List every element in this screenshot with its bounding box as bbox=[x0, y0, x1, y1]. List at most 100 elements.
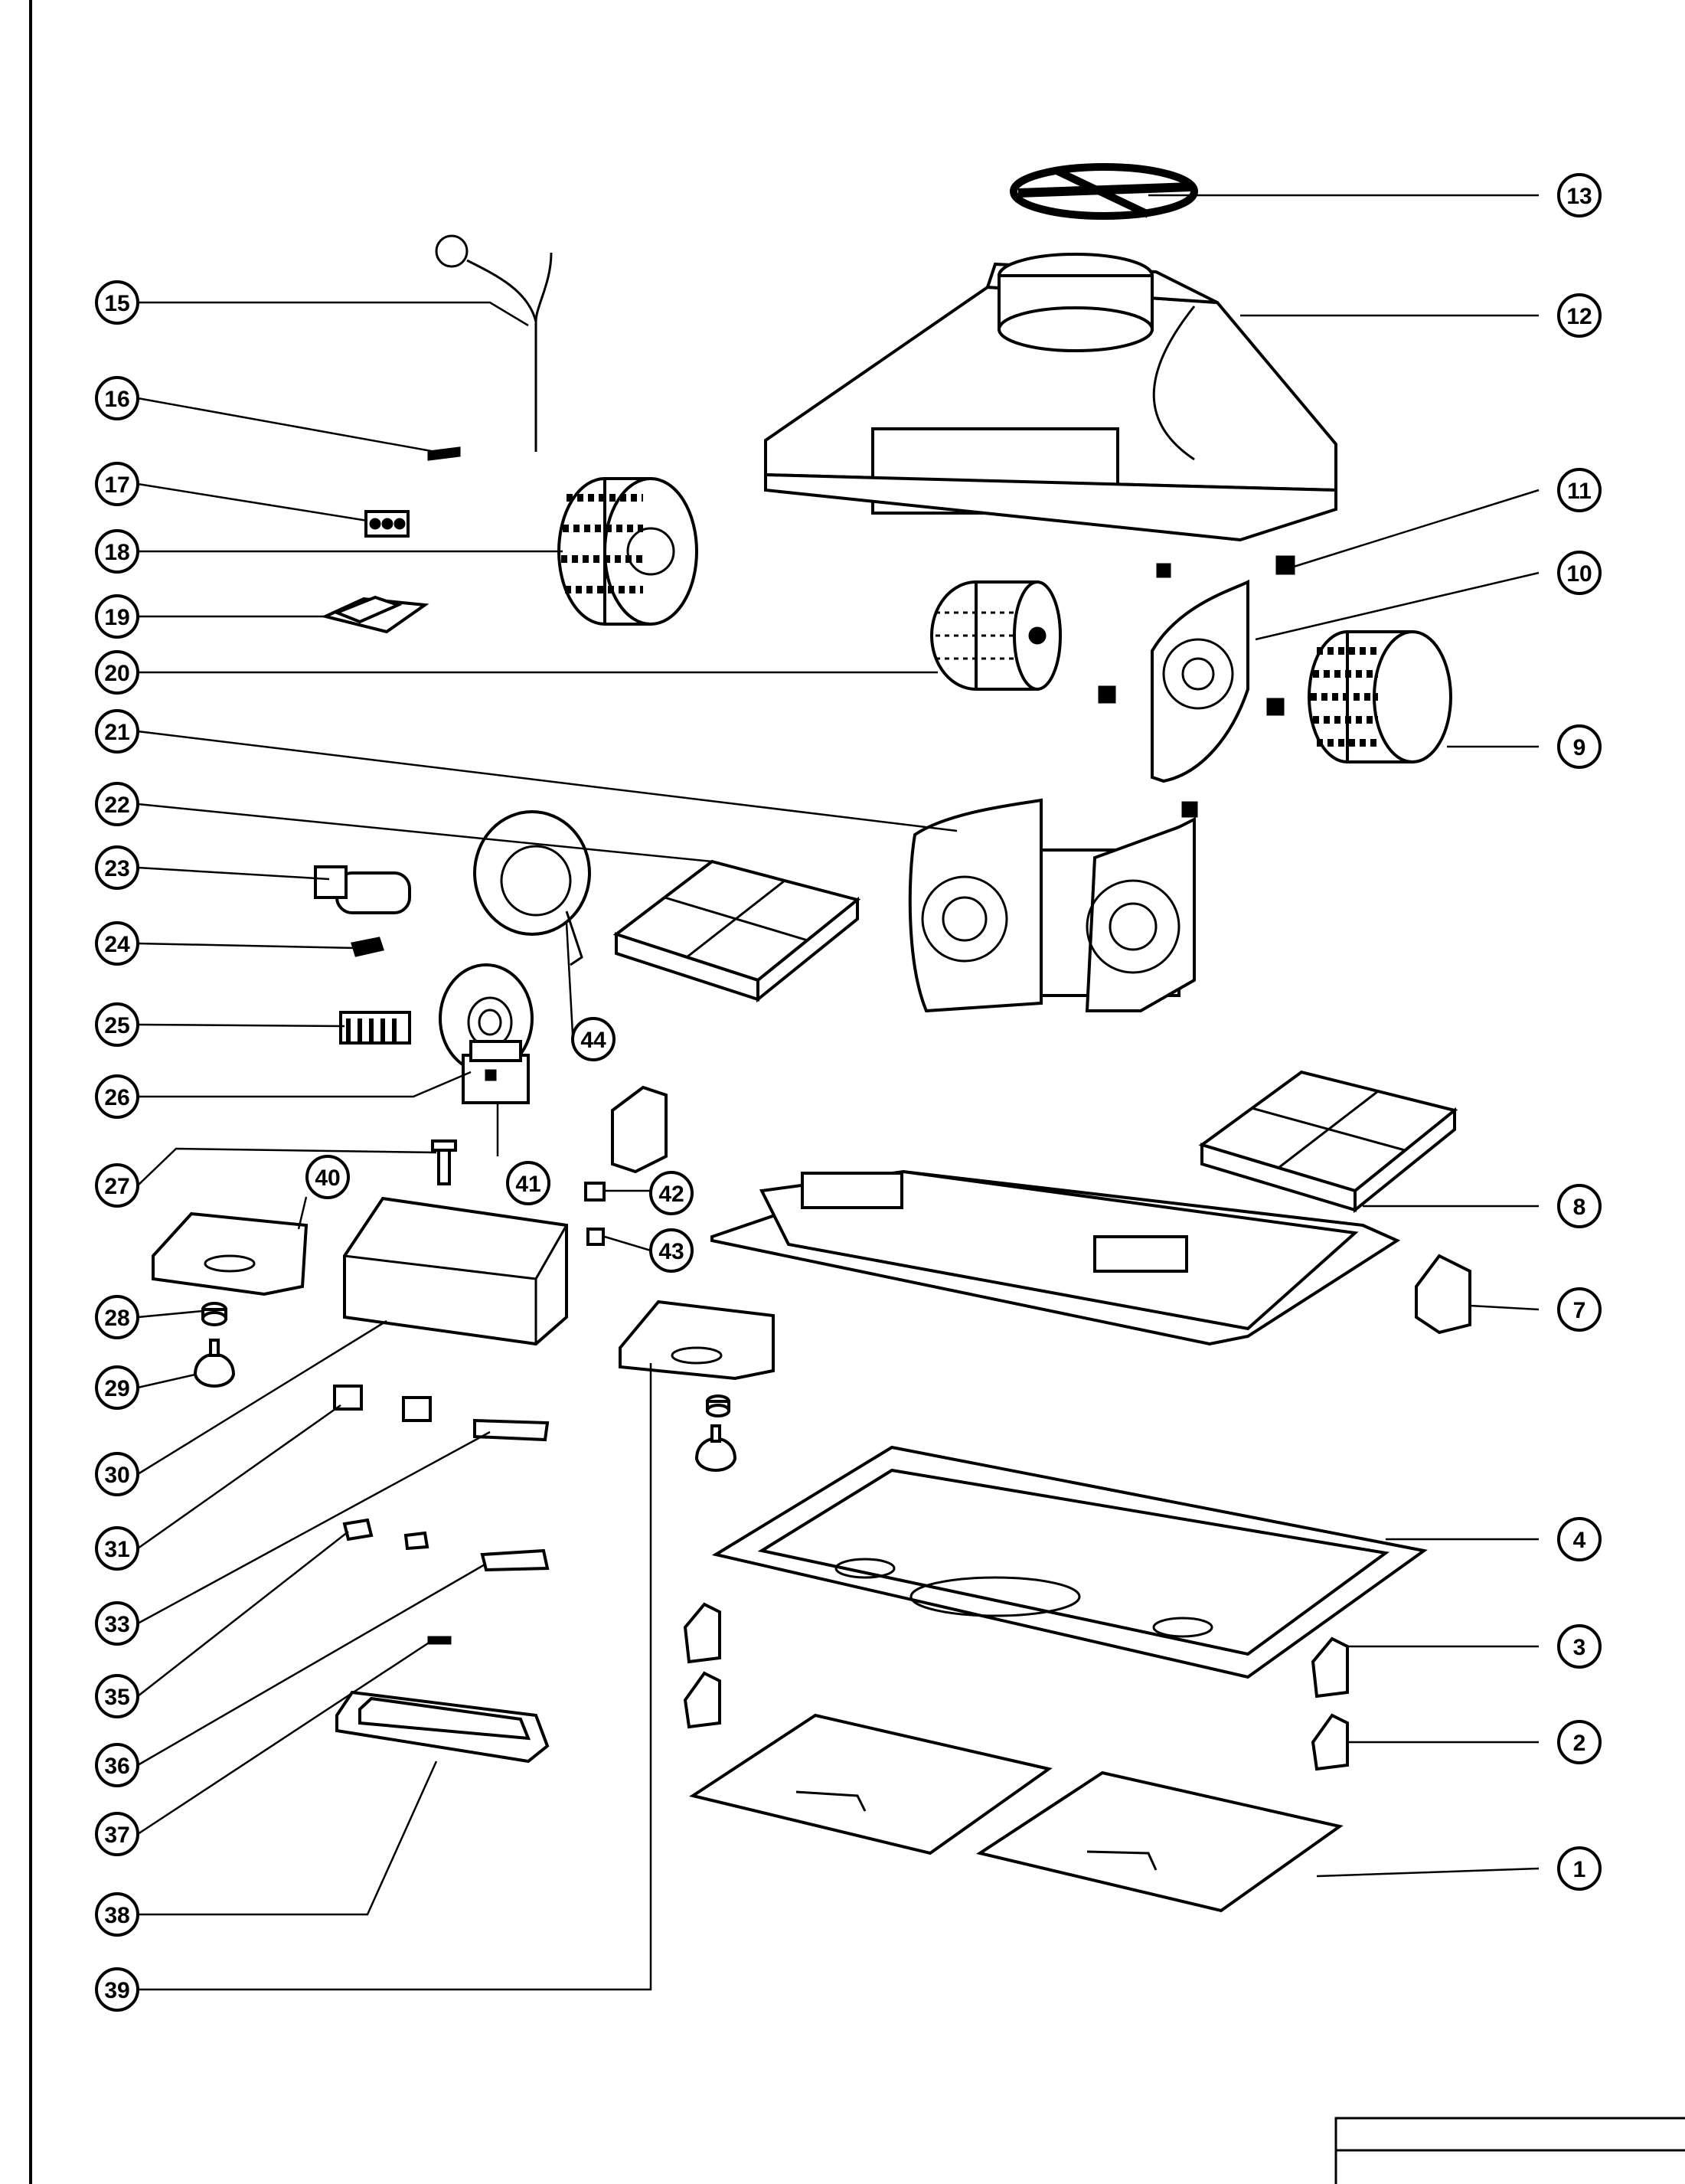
svg-text:43: 43 bbox=[658, 1239, 684, 1264]
part-8-inner-panel bbox=[710, 1169, 1401, 1346]
part-44-blower-scroll bbox=[473, 810, 591, 966]
svg-text:19: 19 bbox=[104, 605, 129, 630]
part-15-power-cord bbox=[435, 234, 553, 452]
part-small-clip-d bbox=[1181, 801, 1198, 818]
part-33-board bbox=[473, 1418, 550, 1442]
callout-28: 28 bbox=[95, 1295, 139, 1339]
svg-text:23: 23 bbox=[104, 856, 129, 881]
part-13-duct-ring bbox=[1010, 163, 1198, 220]
svg-text:3: 3 bbox=[1573, 1635, 1586, 1660]
part-clip-bar bbox=[480, 1548, 550, 1572]
part-7-bracket bbox=[1415, 1254, 1471, 1335]
svg-text:7: 7 bbox=[1573, 1298, 1586, 1323]
part-21-blower-housing bbox=[908, 798, 1196, 1013]
callout-11: 11 bbox=[1557, 468, 1602, 512]
callout-38: 38 bbox=[95, 1892, 139, 1937]
part-25-terminal-strip bbox=[339, 1011, 411, 1045]
callout-31: 31 bbox=[95, 1526, 139, 1571]
callout-2: 2 bbox=[1557, 1720, 1602, 1764]
svg-text:38: 38 bbox=[104, 1903, 129, 1928]
part-41-switch-housing bbox=[462, 1040, 530, 1104]
callout-33: 33 bbox=[95, 1601, 139, 1646]
svg-text:27: 27 bbox=[104, 1174, 129, 1199]
svg-text:15: 15 bbox=[104, 291, 129, 316]
svg-text:31: 31 bbox=[104, 1537, 129, 1562]
callout-19: 19 bbox=[95, 594, 139, 639]
part-20-motor bbox=[930, 580, 1062, 691]
svg-text:16: 16 bbox=[104, 387, 129, 412]
svg-text:28: 28 bbox=[104, 1306, 129, 1331]
callout-42: 42 bbox=[649, 1171, 694, 1215]
svg-text:25: 25 bbox=[104, 1013, 129, 1038]
callout-36: 36 bbox=[95, 1743, 139, 1787]
svg-text:9: 9 bbox=[1573, 735, 1586, 760]
callout-10: 10 bbox=[1557, 551, 1602, 595]
callout-20: 20 bbox=[95, 650, 139, 695]
callout-12: 12 bbox=[1557, 293, 1602, 338]
callout-3: 3 bbox=[1557, 1624, 1602, 1669]
part-35-clip bbox=[342, 1518, 374, 1542]
part-39-light-bracket bbox=[619, 1300, 775, 1381]
svg-text:36: 36 bbox=[104, 1754, 129, 1779]
part-37-small-part bbox=[427, 1636, 452, 1645]
callout-27: 27 bbox=[95, 1163, 139, 1208]
part-42-switch bbox=[584, 1182, 606, 1202]
svg-text:29: 29 bbox=[104, 1376, 129, 1401]
part-4-front-frame bbox=[711, 1445, 1428, 1679]
part-27-screw bbox=[431, 1139, 457, 1185]
part-40-light-bracket bbox=[152, 1211, 309, 1296]
part-3-clip bbox=[1311, 1636, 1349, 1698]
callout-4: 4 bbox=[1557, 1517, 1602, 1561]
svg-text:2: 2 bbox=[1573, 1731, 1586, 1756]
part-small-clip-a bbox=[1156, 563, 1171, 578]
part-clip-left-b bbox=[683, 1671, 721, 1729]
svg-text:37: 37 bbox=[104, 1823, 129, 1848]
part-small-clip-b bbox=[1098, 685, 1116, 704]
callout-24: 24 bbox=[95, 921, 139, 966]
svg-text:17: 17 bbox=[104, 472, 129, 498]
svg-text:41: 41 bbox=[515, 1172, 540, 1197]
svg-text:20: 20 bbox=[104, 661, 129, 686]
svg-text:40: 40 bbox=[315, 1166, 340, 1191]
part-switch-module bbox=[611, 1085, 668, 1174]
callout-35: 35 bbox=[95, 1674, 139, 1718]
callout-13: 13 bbox=[1557, 173, 1602, 217]
part-16-cable-tie bbox=[427, 446, 461, 461]
part-clip-left-a bbox=[683, 1602, 721, 1664]
part-lamp-cap-2 bbox=[706, 1394, 730, 1417]
part-18-blower-wheel bbox=[557, 477, 698, 626]
callout-22: 22 bbox=[95, 782, 139, 826]
callout-25: 25 bbox=[95, 1002, 139, 1047]
part-38-light-diffuser bbox=[335, 1690, 550, 1764]
part-12-hood-housing bbox=[764, 253, 1337, 542]
svg-text:35: 35 bbox=[104, 1685, 129, 1710]
leader-lines bbox=[137, 194, 1540, 1991]
callout-7: 7 bbox=[1557, 1287, 1602, 1332]
svg-text:33: 33 bbox=[104, 1612, 129, 1637]
callout-18: 18 bbox=[95, 529, 139, 574]
svg-text:24: 24 bbox=[104, 932, 130, 957]
svg-text:18: 18 bbox=[104, 540, 129, 565]
svg-text:11: 11 bbox=[1567, 479, 1592, 504]
part-9-blower-wheel bbox=[1308, 630, 1452, 763]
part-22-charcoal-filter bbox=[612, 859, 861, 1003]
callout-23: 23 bbox=[95, 845, 139, 890]
part-28-lamp-cap bbox=[201, 1302, 227, 1326]
part-30-electronics-box bbox=[343, 1196, 568, 1346]
callout-17: 17 bbox=[95, 462, 139, 506]
svg-text:8: 8 bbox=[1573, 1195, 1586, 1220]
part-2-clip bbox=[1311, 1713, 1349, 1771]
svg-text:13: 13 bbox=[1566, 184, 1592, 209]
part-1-grease-filter bbox=[689, 1713, 1344, 1913]
part-charcoal-filter-2 bbox=[1198, 1070, 1458, 1214]
svg-text:1: 1 bbox=[1573, 1857, 1586, 1882]
callout-9: 9 bbox=[1557, 724, 1602, 769]
callout-43: 43 bbox=[649, 1228, 694, 1273]
part-23-lamp-holder bbox=[314, 865, 411, 914]
callout-8: 8 bbox=[1557, 1184, 1602, 1228]
svg-text:4: 4 bbox=[1573, 1528, 1586, 1553]
callouts: 1 2 3 4 7 8 9 10 11 12 13 15 16 17 18 19… bbox=[95, 173, 1602, 2012]
part-29-halogen-lamp bbox=[193, 1339, 236, 1388]
part-10-mounting-plate bbox=[1151, 579, 1249, 783]
